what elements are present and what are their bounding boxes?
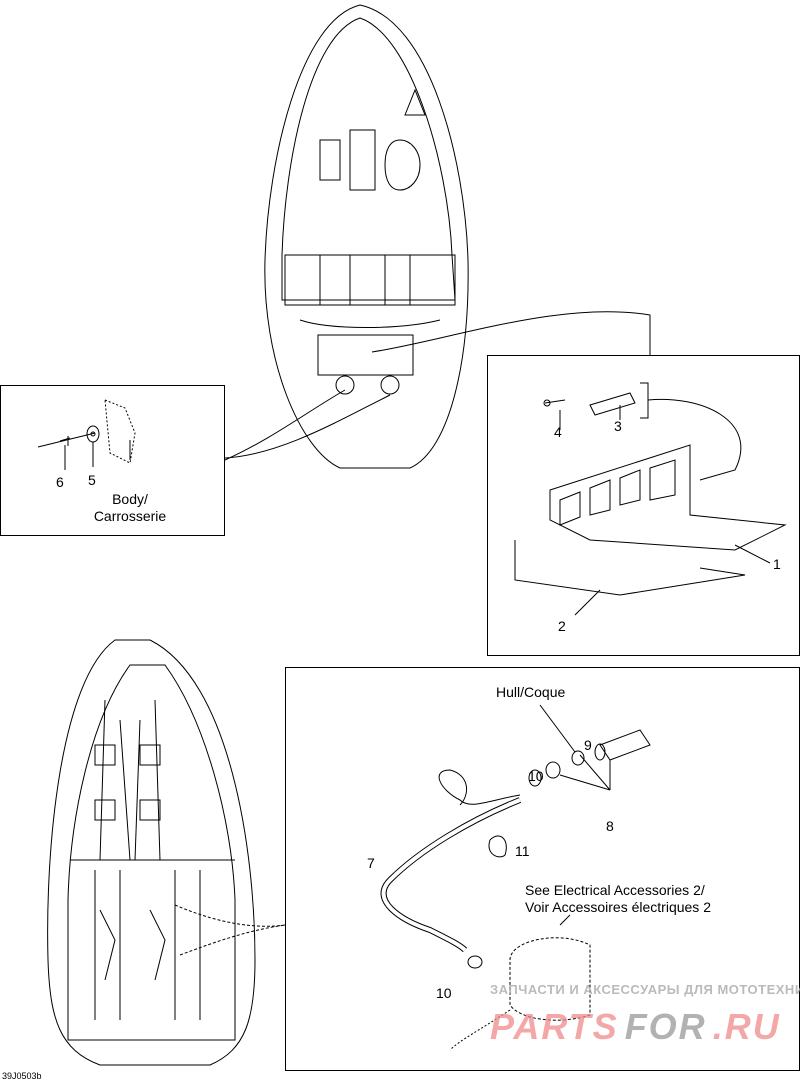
part-number-3: 3 (614, 418, 622, 434)
hull-label: Hull/Coque (496, 684, 566, 700)
watermark-logo-c: .RU (712, 1006, 781, 1047)
watermark-logo-b: FOR (624, 1006, 707, 1047)
part-number-4: 4 (554, 424, 562, 440)
part-number-11: 11 (515, 843, 530, 859)
leader-line-bilge (174, 904, 286, 956)
watermark-text: ЗАПЧАСТИ И АКСЕССУАРЫ ДЛЯ МОТОТЕХНИКИ (490, 982, 800, 997)
part-number-10b: 10 (436, 985, 452, 1001)
part-number-1: 1 (773, 556, 781, 572)
part-number-7: 7 (367, 855, 375, 871)
part-number-9: 9 (584, 737, 592, 753)
part-number-8: 8 (606, 818, 614, 834)
boat-top-view-deck (264, 4, 469, 469)
detail-box-body (0, 385, 225, 536)
leader-line-body (224, 389, 391, 461)
part-number-10: 10 (528, 768, 544, 784)
part-number-6: 6 (56, 474, 64, 490)
part-number-5: 5 (88, 472, 96, 488)
screw-grommet-detail (37, 399, 136, 470)
electrical-note: See Electrical Accessories 2/ Voir Acces… (525, 882, 711, 915)
diagram-code: 39J0503b (2, 1071, 42, 1081)
part-number-2: 2 (558, 618, 566, 634)
bilge-pump-detail (380, 704, 651, 1051)
leader-line-tray (371, 311, 651, 355)
storage-tray-detail (514, 382, 787, 616)
detail-box-tray (487, 355, 800, 656)
body-label: Body/ Carrosserie (93, 491, 167, 524)
watermark-logo-a: PARTS (490, 1006, 619, 1047)
boat-hull-view (47, 639, 256, 1066)
